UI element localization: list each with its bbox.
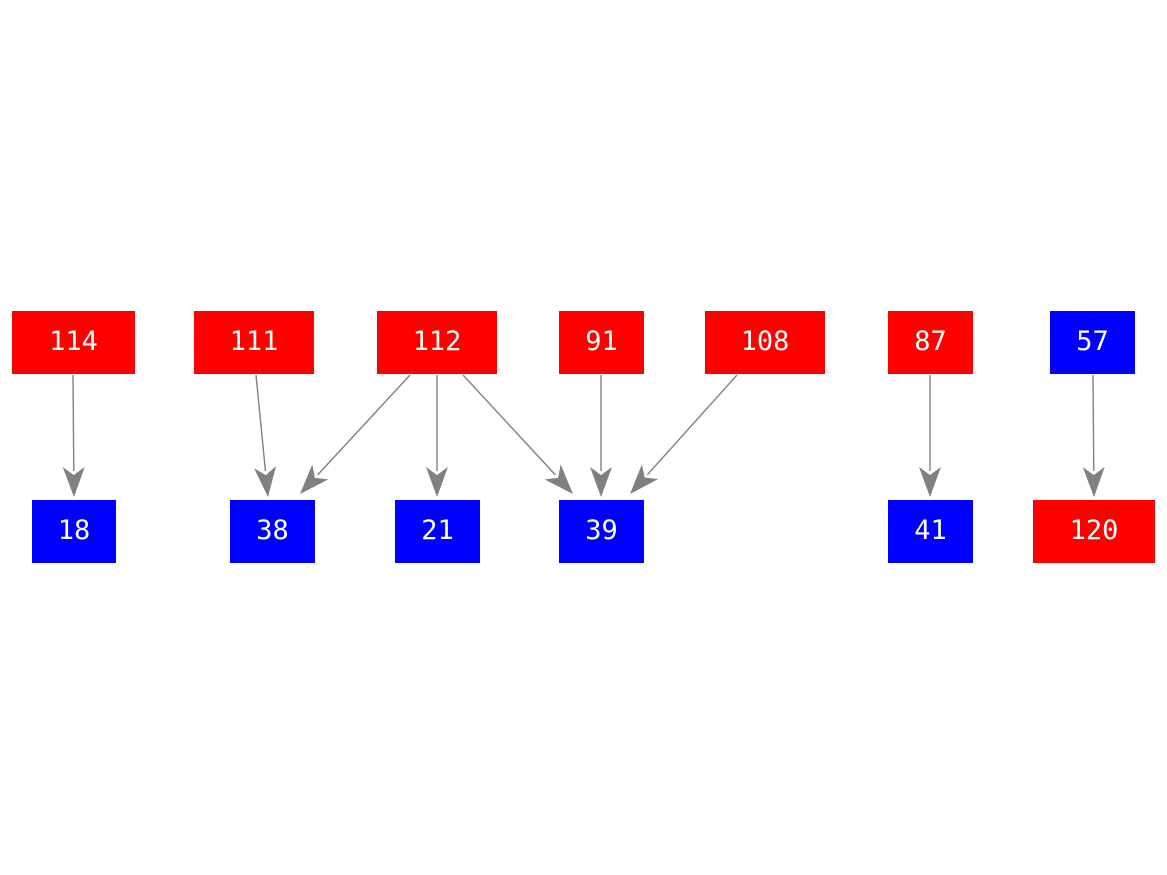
graph-node-108[interactable]: 108 xyxy=(705,311,825,374)
graph-node-111[interactable]: 111 xyxy=(194,311,314,374)
graph-node-91[interactable]: 91 xyxy=(559,311,644,374)
graph-node-label: 38 xyxy=(256,515,289,546)
graph-node-21[interactable]: 21 xyxy=(395,500,480,563)
graph-node-41[interactable]: 41 xyxy=(888,500,973,563)
edge-n57-to-n120 xyxy=(1082,374,1105,497)
edge-n91-to-n39 xyxy=(590,375,612,497)
graph-node-38[interactable]: 38 xyxy=(230,500,315,563)
edge-n111-to-n38 xyxy=(254,374,277,497)
graph-node-label: 120 xyxy=(1069,515,1119,546)
graph-node-label: 108 xyxy=(740,326,790,357)
edge-n114-to-n18 xyxy=(62,374,85,497)
graph-node-120[interactable]: 120 xyxy=(1033,500,1155,563)
graph-node-114[interactable]: 114 xyxy=(12,311,135,374)
graph-node-label: 57 xyxy=(1076,326,1109,357)
graph-node-label: 41 xyxy=(914,515,947,546)
graph-node-label: 114 xyxy=(49,326,98,357)
edge-n87-to-n41 xyxy=(919,375,941,497)
edge-n112-to-n39 xyxy=(462,374,573,494)
graph-node-87[interactable]: 87 xyxy=(888,311,973,374)
edge-n112-to-n38 xyxy=(300,374,411,494)
graph-node-label: 87 xyxy=(914,326,947,357)
graph-node-label: 21 xyxy=(421,515,454,546)
graph-node-39[interactable]: 39 xyxy=(559,500,644,563)
graph-node-18[interactable]: 18 xyxy=(32,500,116,563)
graph-node-label: 39 xyxy=(585,515,618,546)
graph-node-57[interactable]: 57 xyxy=(1050,311,1135,374)
edge-n108-to-n39 xyxy=(630,374,738,494)
graph-node-112[interactable]: 112 xyxy=(377,311,497,374)
graph-node-label: 91 xyxy=(585,326,618,357)
graph-node-label: 111 xyxy=(229,326,279,357)
graph-node-label: 18 xyxy=(57,515,91,546)
graph-node-label: 112 xyxy=(412,326,462,357)
edge-n112-to-n21 xyxy=(426,375,448,497)
